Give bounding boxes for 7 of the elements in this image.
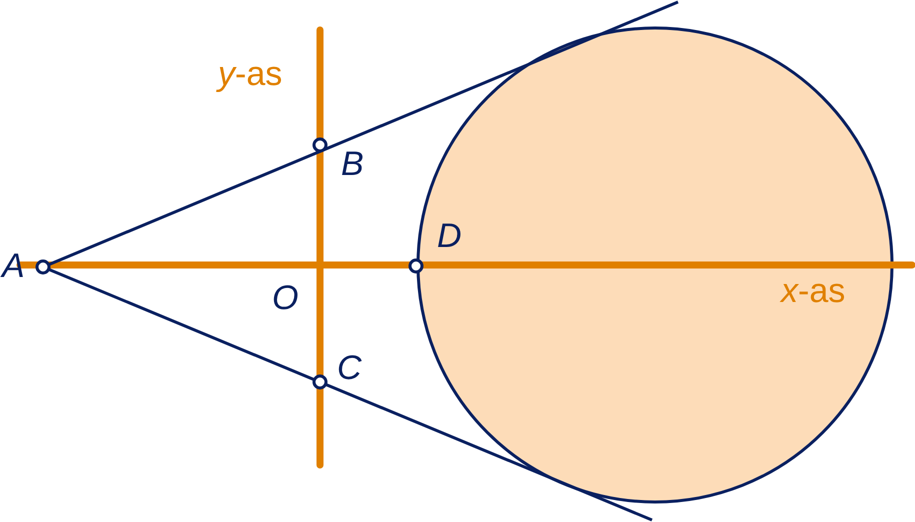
axis-label: y-as [218,56,282,92]
point-label: D [437,218,462,254]
point-label: O [272,280,298,316]
point-label: B [341,146,364,182]
point-label: C [337,350,362,386]
axis-label: x-as [781,273,846,309]
point-label: A [2,248,25,284]
